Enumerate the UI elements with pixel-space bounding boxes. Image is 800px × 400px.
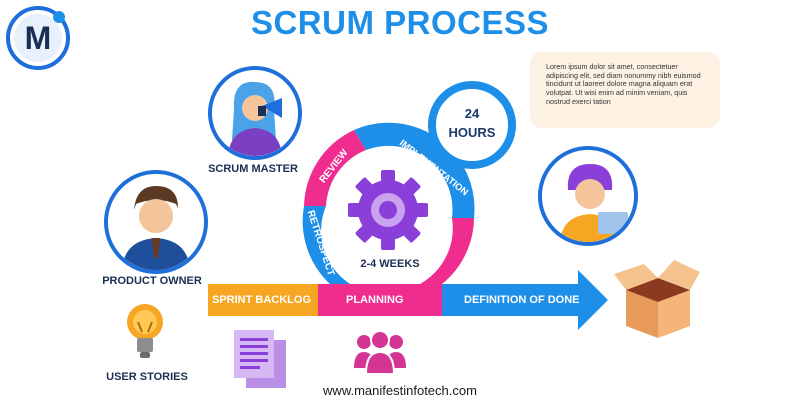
svg-text:M: M bbox=[25, 20, 52, 56]
description-text: Lorem ipsum dolor sit amet, consectetuer… bbox=[546, 62, 701, 106]
logo: M bbox=[4, 4, 72, 72]
scrum-master-label: SCRUM MASTER bbox=[208, 163, 298, 175]
description-card bbox=[530, 52, 720, 128]
lightbulb-icon bbox=[122, 300, 168, 366]
sprint-backlog-label: SPRINT BACKLOG bbox=[212, 294, 311, 306]
definition-of-done-arrow bbox=[442, 270, 608, 330]
hours-value: 24 bbox=[464, 106, 480, 121]
sprint-duration-label: 2-4 WEEKS bbox=[360, 258, 420, 270]
product-owner-label: PRODUCT OWNER bbox=[102, 275, 202, 287]
sprint-backlog-band bbox=[208, 284, 318, 316]
page-title: SCRUM PROCESS bbox=[250, 4, 550, 41]
review-segment bbox=[304, 130, 366, 206]
gear-icon bbox=[348, 170, 428, 250]
box-icon bbox=[612, 256, 702, 340]
user-stories-label: USER STORIES bbox=[106, 371, 188, 383]
planning-label: PLANNING bbox=[346, 294, 404, 306]
product-owner-avatar bbox=[104, 170, 208, 274]
hours-unit: HOURS bbox=[448, 125, 496, 140]
hours-label: 24 HOURS bbox=[432, 104, 512, 142]
planning-curve bbox=[420, 218, 474, 284]
developer-avatar bbox=[538, 146, 638, 246]
planning-band bbox=[318, 284, 442, 316]
retrospect-segment bbox=[302, 206, 350, 284]
website-url[interactable]: www.manifestinfotech.com bbox=[323, 383, 477, 398]
hours-circle bbox=[428, 81, 516, 169]
documents-icon bbox=[230, 328, 292, 390]
scrum-master-avatar bbox=[208, 66, 302, 160]
team-icon bbox=[352, 328, 408, 376]
definition-of-done-label: DEFINITION OF DONE bbox=[464, 294, 580, 306]
